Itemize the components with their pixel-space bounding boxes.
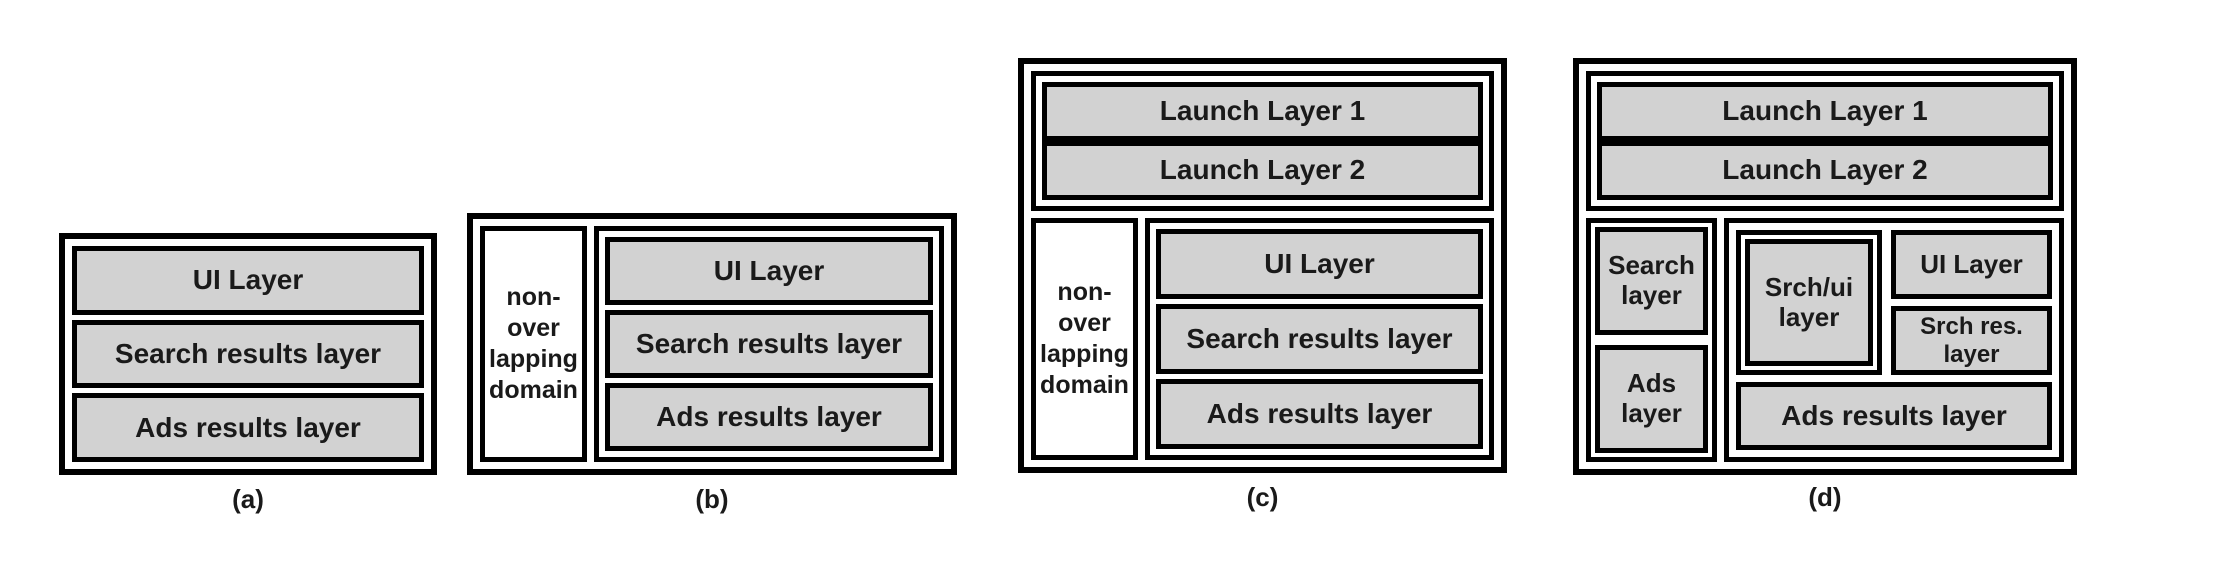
- panel-c: Launch Layer 1 Launch Layer 2 non- over …: [1018, 58, 1507, 473]
- layer-box-ads-results: Ads results layer: [72, 393, 424, 463]
- layer-box-search-results: Search results layer: [605, 310, 933, 378]
- launch-layer-2-box: Launch Layer 2: [1042, 141, 1483, 200]
- srch-res-layer-box: Srch res. layer: [1891, 306, 2052, 375]
- layer-box-ui: UI Layer: [605, 237, 933, 305]
- caption-a: (a): [232, 484, 264, 514]
- panel-d-bottom-row: Search layer Ads layer Srch/ui layer UI …: [1586, 218, 2064, 462]
- ads-layer-box: Ads layer: [1595, 345, 1708, 453]
- non-overlapping-domain-box: non- over lapping domain: [480, 226, 587, 462]
- layer-box-ui: UI Layer: [1156, 229, 1483, 299]
- panel-c-layer-frame: UI Layer Search results layer Ads result…: [1145, 218, 1494, 460]
- launch-layer-1-box: Launch Layer 1: [1042, 82, 1483, 141]
- panel-d-left-column: Search layer Ads layer: [1586, 218, 1717, 462]
- layer-box-ads-results: Ads results layer: [1156, 379, 1483, 449]
- search-layer-box: Search layer: [1595, 227, 1708, 335]
- panel-c-launch-frame: Launch Layer 1 Launch Layer 2: [1031, 71, 1494, 211]
- srch-ui-frame: Srch/ui layer: [1736, 230, 1882, 375]
- panel-d-launch-frame: Launch Layer 1 Launch Layer 2: [1586, 71, 2064, 211]
- panel-a: UI Layer Search results layer Ads result…: [59, 233, 437, 475]
- caption-d: (d): [1808, 482, 1842, 512]
- layer-box-ui: UI Layer: [1891, 230, 2052, 299]
- panel-d-top-area: Srch/ui layer UI Layer Srch res. layer: [1736, 230, 2052, 375]
- launch-layer-2-box: Launch Layer 2: [1597, 141, 2053, 200]
- layer-box-ui: UI Layer: [72, 246, 424, 315]
- panel-b: non- over lapping domain UI Layer Search…: [467, 213, 957, 475]
- layer-box-search-results: Search results layer: [1156, 304, 1483, 374]
- panel-a-stack: UI Layer Search results layer Ads result…: [72, 246, 424, 463]
- launch-layer-1-box: Launch Layer 1: [1597, 82, 2053, 141]
- layer-box-ads-results: Ads results layer: [1736, 382, 2052, 450]
- layer-box-ads-results: Ads results layer: [605, 383, 933, 451]
- panel-d: Launch Layer 1 Launch Layer 2 Search lay…: [1573, 58, 2077, 475]
- non-overlapping-domain-box: non- over lapping domain: [1031, 218, 1138, 460]
- layer-box-search-results: Search results layer: [72, 319, 424, 389]
- srch-ui-layer-box: Srch/ui layer: [1745, 239, 1873, 366]
- panel-d-ui-stack: UI Layer Srch res. layer: [1891, 230, 2052, 375]
- panel-c-bottom-row: non- over lapping domain UI Layer Search…: [1031, 218, 1494, 460]
- caption-b: (b): [695, 484, 729, 514]
- panel-d-right-column: Srch/ui layer UI Layer Srch res. layer A…: [1724, 218, 2064, 462]
- caption-c: (c): [1246, 482, 1279, 512]
- panel-b-layer-frame: UI Layer Search results layer Ads result…: [594, 226, 944, 462]
